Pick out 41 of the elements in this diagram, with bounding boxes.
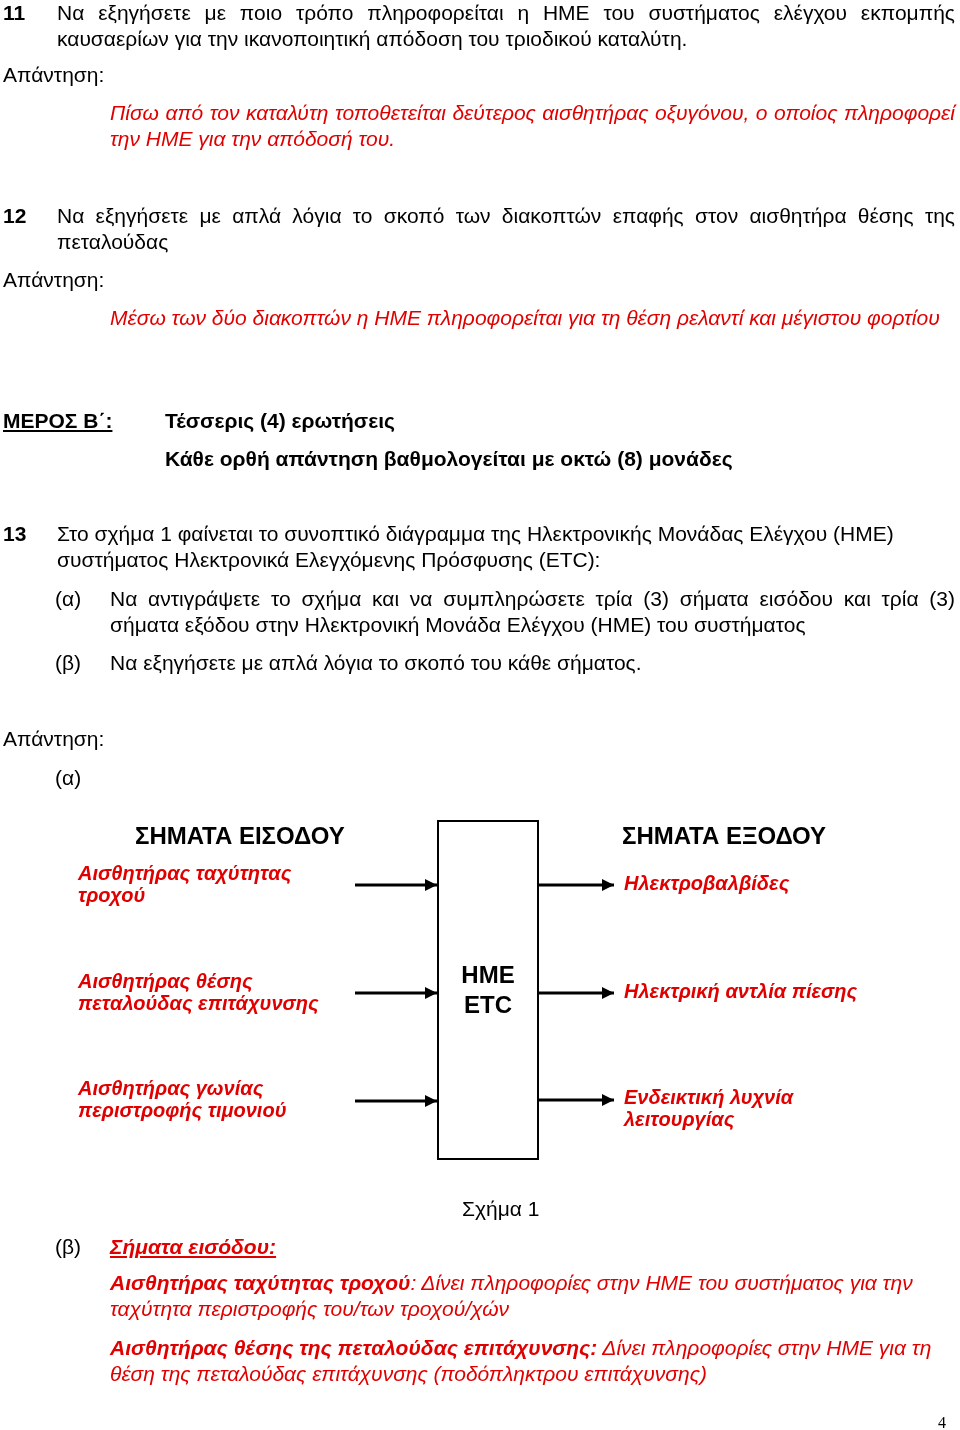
answer-text: Πίσω από τον καταλύτη τοποθετείται δεύτερος αισθητήρας οξυγόνου, ο οποίος πληροφορεί την ΗΜΕ για την απόδοσή του. <box>110 100 955 152</box>
answer-heading: Απάντηση: <box>3 267 105 293</box>
arrow <box>355 1095 437 1107</box>
answer-text: Μέσω των δύο διακοπτών η ΗΜΕ πληροφορείται για τη θέση ρελαντί και μέγιστου φορτίου <box>110 305 941 331</box>
question-number: 11 <box>3 0 26 26</box>
input-signal-label: Αισθητήρας γωνίας περιστροφής τιμονιού <box>78 1077 355 1121</box>
output-signal-label: Ηλεκτρική αντλία πίεσης <box>614 980 914 1002</box>
question-number: 13 <box>3 521 27 547</box>
answer-heading: Σήματα εισόδου: <box>110 1234 277 1260</box>
answer-heading: Απάντηση: <box>3 726 105 752</box>
figure-heading: ΣΗΜΑΤΑ ΕΙΣΟΔΟΥ <box>135 822 345 850</box>
section-note: Κάθε ορθή απάντηση βαθμολογείται με οκτώ (8) μονάδες <box>165 446 733 472</box>
arrow <box>539 987 614 999</box>
question-number: 12 <box>3 203 27 229</box>
arrow <box>355 879 437 891</box>
question-text: Στο σχήμα 1 φαίνεται το συνοπτικό διάγραμμα της Ηλεκτρονικής Μονάδας Ελέγχου (ΗΜΕ) συστήματος Ηλεκτρονικά Ελεγχόμενης Πρόσφυσης (ETC): <box>57 521 895 573</box>
answer-text: Αισθητήρας ταχύτητας τροχού: Δίνει πληροφορίες στην ΗΜΕ του συστήματος για την ταχύτητα περιστροφής του/των τροχού/χών <box>110 1270 914 1322</box>
arrow <box>539 879 614 891</box>
output-signal-label: Ηλεκτροβαλβίδες <box>614 872 914 894</box>
page-number: 4 <box>938 1413 946 1430</box>
part-letter: (β) <box>55 1234 82 1260</box>
arrow <box>539 1094 614 1106</box>
part-letter: (α) <box>55 765 82 791</box>
figure-caption: Σχήμα 1 <box>462 1196 540 1222</box>
input-signal-label: Αισθητήρας ταχύτητας τροχού <box>78 862 355 906</box>
input-signal-label: Αισθητήρας θέσης πεταλούδας επιτάχυνσης <box>78 970 355 1014</box>
section-heading: ΜΕΡΟΣ Β΄: <box>3 408 113 434</box>
figure-heading: ΣΗΜΑΤΑ ΕΞΟΔΟΥ <box>622 822 827 850</box>
control-unit-box <box>437 820 539 1160</box>
arrow <box>355 987 437 999</box>
part-letter: (α) <box>55 586 82 612</box>
output-signal-label: Ενδεικτική λυχνία λειτουργίας <box>614 1086 854 1130</box>
question-text: Να εξηγήσετε με απλά λόγια το σκοπό του κάθε σήματος. <box>110 650 642 676</box>
answer-text: Αισθητήρας θέσης της πεταλούδας επιτάχυνσης: Δίνει πληροφορίες στην ΗΜΕ για τη θέση της πεταλούδας επιτάχυνσης (ποδόπληκτρου επιτάχυνσης) <box>110 1335 933 1387</box>
part-letter: (β) <box>55 650 82 676</box>
answer-heading: Απάντηση: <box>3 62 105 88</box>
section-note: Τέσσερις (4) ερωτήσεις <box>165 408 395 434</box>
question-text: Να εξηγήσετε με ποιο τρόπο πληροφορείται η ΗΜΕ του συστήματος ελέγχου εκπομπής καυσαερίων για την ικανοποιητική απόδοση του τριοδικού καταλύτη. <box>57 0 955 52</box>
question-text: Να εξηγήσετε με απλά λόγια το σκοπό των διακοπτών επαφής στον αισθητήρα θέσης της πεταλούδας <box>57 203 955 255</box>
control-unit-label: ΗΜΕ ETC <box>460 960 516 1020</box>
question-text: Να αντιγράψετε το σχήμα και να συμπληρώσετε τρία (3) σήματα εισόδου και τρία (3) σήματα εξόδου στην Ηλεκτρονική Μονάδα Ελέγχου (ΗΜΕ) του συστήματος <box>110 586 955 638</box>
